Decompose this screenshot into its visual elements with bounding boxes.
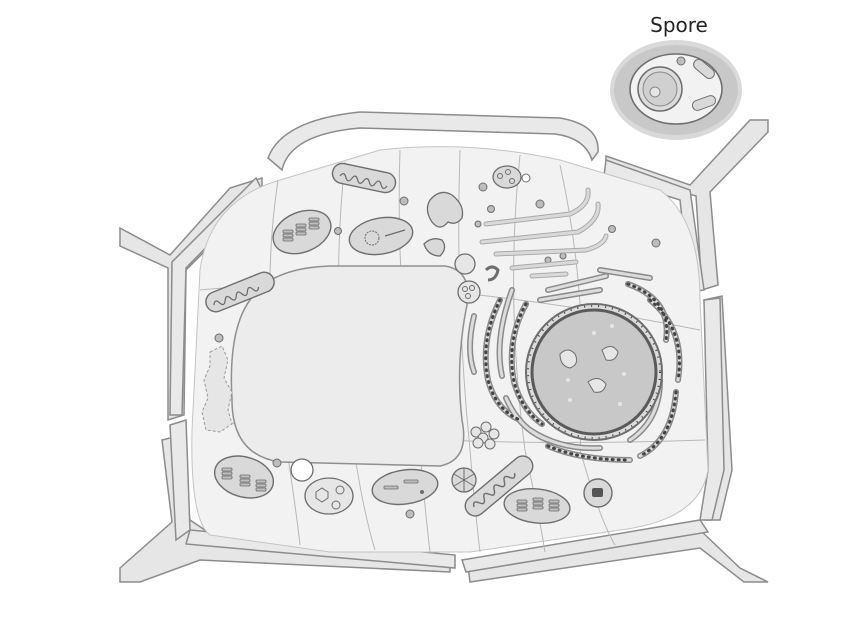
chloroplast xyxy=(213,455,275,499)
small-vesicles xyxy=(214,182,661,519)
central-vacuole xyxy=(230,265,469,467)
spore-label: Spore xyxy=(650,13,708,37)
vesicle xyxy=(492,165,522,189)
nucleolus xyxy=(559,349,578,369)
mitochondrion xyxy=(464,455,534,517)
chloroplast xyxy=(503,488,571,524)
ribosome-cluster xyxy=(470,421,500,450)
vesicle xyxy=(484,265,500,282)
inclusion-body xyxy=(201,345,233,433)
peroxisome xyxy=(583,478,613,508)
nucleolus xyxy=(601,346,619,361)
vesicle xyxy=(290,458,314,482)
vesicle xyxy=(521,173,531,183)
nucleus xyxy=(525,303,663,441)
nucleolus xyxy=(587,378,607,393)
rough-endoplasmic-reticulum xyxy=(467,267,683,463)
vesicle xyxy=(304,477,354,515)
multivesicular-body xyxy=(457,280,481,304)
mitochondrion xyxy=(205,271,275,313)
chloroplast xyxy=(348,216,414,256)
golgi-apparatus xyxy=(423,187,609,279)
mitochondrion xyxy=(331,162,397,194)
chloroplast xyxy=(272,209,332,255)
mitochondrion-cross-section xyxy=(451,467,477,493)
vesicle xyxy=(454,253,476,275)
spore xyxy=(610,40,742,140)
chloroplast xyxy=(371,468,439,506)
